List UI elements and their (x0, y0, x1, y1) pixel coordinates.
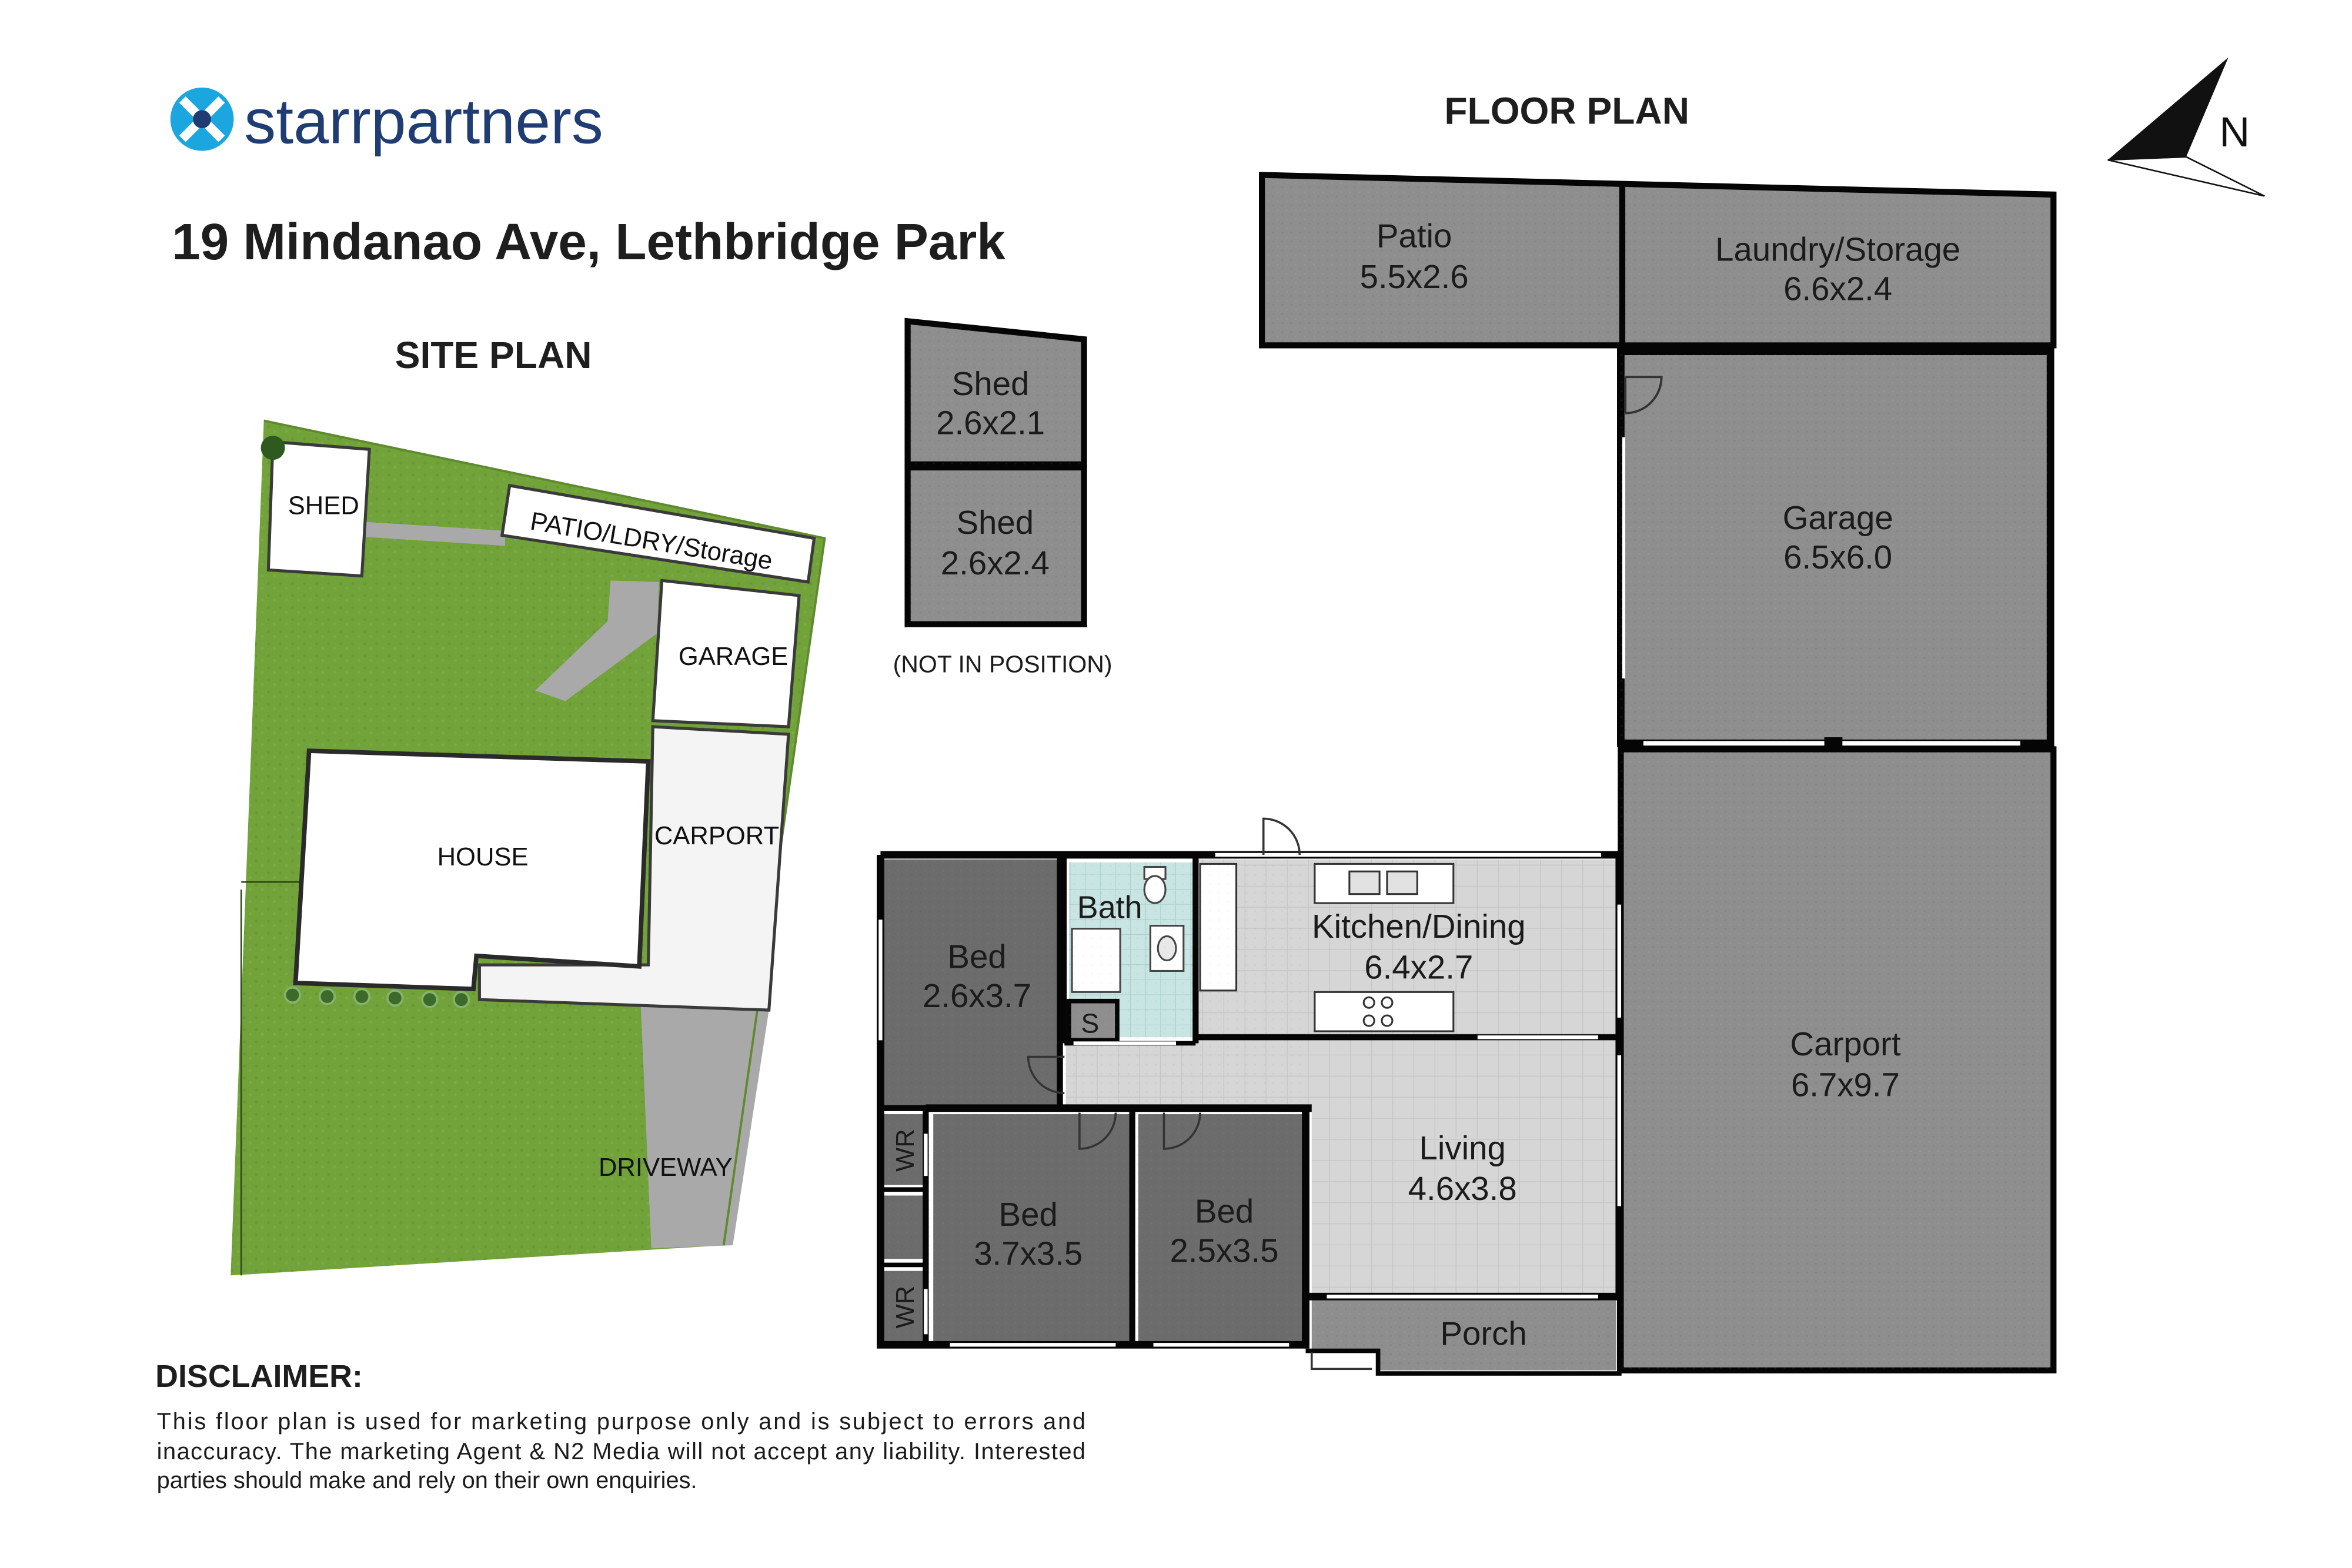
site-path-shed (362, 521, 505, 546)
bed-1-name: Bed (947, 938, 1006, 975)
storage-name: S (1081, 1008, 1099, 1039)
site-house (293, 748, 651, 992)
kitchen-size: 6.4x2.7 (1364, 948, 1473, 985)
room-labels: Patio 5.5x2.6 Laundry/Storage 6.6x2.4 Ga… (891, 218, 1960, 1352)
wr-2-name: WR (891, 1286, 920, 1329)
bed-3-name: Bed (1195, 1193, 1254, 1230)
site-carport-label: CARPORT (654, 822, 779, 850)
kitchen-name: Kitchen/Dining (1312, 908, 1526, 945)
porch-name: Porch (1440, 1315, 1526, 1352)
site-shed-label: SHED (288, 492, 359, 520)
north-label: N (2219, 109, 2250, 156)
shed-1-size: 2.6x2.1 (936, 404, 1045, 442)
cooktop-icon (1362, 996, 1394, 1027)
site-driveway-label: DRIVEWAY (599, 1154, 733, 1182)
disclaimer-title: DISCLAIMER: (155, 1359, 363, 1394)
floor-plan-heading: FLOOR PLAN (1444, 89, 1689, 132)
site-house-label: HOUSE (437, 843, 529, 871)
living-name: Living (1419, 1129, 1505, 1166)
north-arrow-icon: N (2107, 57, 2265, 197)
laundry-size: 6.6x2.4 (1783, 270, 1892, 307)
site-garage-label: GARAGE (679, 643, 788, 671)
shed-2-size: 2.6x2.4 (941, 544, 1050, 581)
wr-1-name: WR (891, 1129, 920, 1172)
living-size: 4.6x3.8 (1408, 1170, 1517, 1207)
site-driveway (640, 1005, 769, 1249)
disclaimer-line-3: parties should make and rely on their ow… (157, 1467, 697, 1493)
patio-size: 5.5x2.6 (1360, 258, 1469, 295)
site-garage (651, 579, 801, 728)
site-carport (477, 725, 790, 1012)
site-patio (500, 483, 816, 584)
laundry-name: Laundry/Storage (1715, 231, 1960, 268)
site-plan-heading: SITE PLAN (395, 334, 592, 376)
outbuilding-sheds: Shed 2.6x2.1 Shed 2.6x2.4 (NOT IN POSITI… (893, 317, 1112, 678)
patio-name: Patio (1377, 218, 1452, 255)
starrpartners-logo: starrpartners (170, 86, 603, 157)
windows (878, 852, 1622, 1347)
disclaimer: DISCLAIMER: This floor plan is used for … (155, 1359, 1085, 1493)
garage-size: 6.5x6.0 (1783, 539, 1892, 576)
tree-icon (260, 436, 285, 460)
shed-1-name: Shed (952, 365, 1030, 402)
door-icons (1027, 817, 1372, 1370)
sheds-position-note: (NOT IN POSITION) (893, 651, 1112, 678)
site-plan: SHED PATIO/LDRY/Storage GARAGE CARPORT H… (230, 419, 826, 1276)
starrpartners-logo-mark-icon (170, 87, 234, 151)
disclaimer-line-1: This floor plan is used for marketing pu… (157, 1409, 1085, 1435)
bath-name: Bath (1077, 890, 1142, 925)
bed-3-size: 2.5x3.5 (1170, 1232, 1279, 1269)
carport-name: Carport (1790, 1025, 1900, 1062)
disclaimer-line-2: inaccuracy. The marketing Agent & N2 Med… (157, 1439, 1085, 1465)
floor-plan: Patio 5.5x2.6 Laundry/Storage 6.6x2.4 Ga… (877, 172, 2057, 1376)
garage-name: Garage (1783, 499, 1893, 536)
shed-2-name: Shed (956, 504, 1034, 541)
bed-2-size: 3.7x3.5 (974, 1235, 1083, 1272)
carport-size: 6.7x9.7 (1791, 1066, 1900, 1103)
bed-2-name: Bed (999, 1196, 1058, 1233)
shrub-icons (283, 986, 470, 1008)
bed-1-size: 2.6x3.7 (923, 977, 1031, 1014)
site-shed (266, 440, 371, 578)
brand-name: starrpartners (244, 86, 603, 157)
property-address: 19 Mindanao Ave, Lethbridge Park (172, 213, 1005, 270)
site-path (535, 580, 659, 701)
garage-door-icon (1624, 376, 1663, 414)
